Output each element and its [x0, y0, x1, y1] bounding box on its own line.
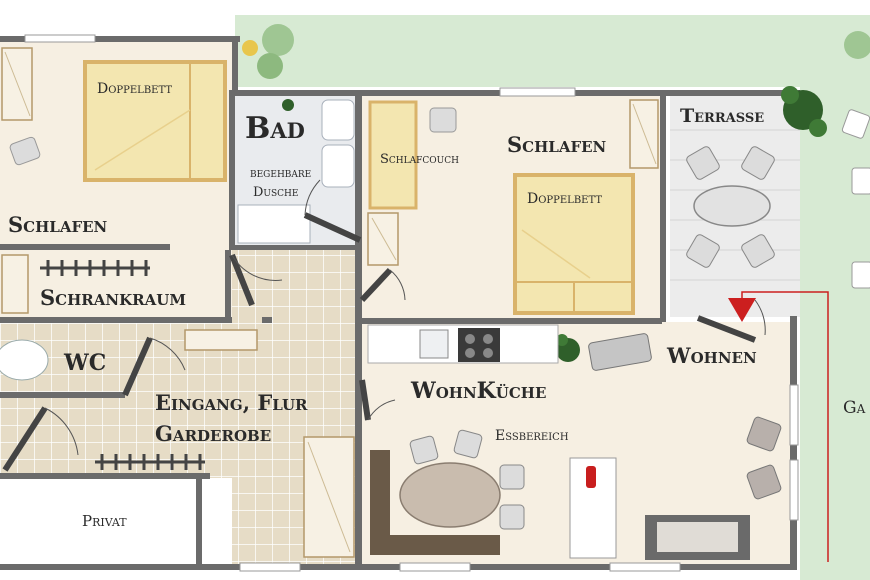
double-bed-left [83, 60, 227, 182]
label-wohnkueche: WohnKüche [410, 378, 546, 404]
wohnen-armchair [588, 333, 652, 371]
chair-left [9, 136, 41, 166]
label-doppelbett-left: Doppelbett [97, 81, 172, 97]
chair-mid [429, 107, 457, 133]
shoe-cabinet [184, 329, 258, 351]
plant-icon-kitchen [556, 334, 580, 362]
wohnen-chairs [746, 416, 782, 500]
label-essbereich: Essbereich [495, 428, 569, 444]
label-schlafen-left: Schlafen [8, 212, 108, 237]
clothes-rail-bottom [95, 454, 205, 470]
label-terrasse: Terrasse [680, 105, 764, 127]
plant-icon-bad [282, 99, 294, 111]
label-dusche: Dusche [253, 185, 298, 200]
label-doppelbett-mid: Doppelbett [527, 191, 602, 207]
room-schrankraum-floor [0, 250, 232, 320]
terrace-table [693, 185, 771, 227]
garden-chairs [841, 109, 870, 289]
corner-bench [370, 450, 500, 555]
terrace-chairs [686, 146, 775, 268]
washbasin-bottom [321, 144, 355, 188]
garden-right [800, 87, 870, 580]
label-wohnen: Wohnen [666, 343, 757, 368]
label-begehbare: begehbare [250, 166, 311, 181]
garden-label: Ga [843, 398, 866, 418]
plant-icon [781, 86, 827, 137]
label-eingang-2: Garderobe [155, 421, 271, 446]
wardrobe-schrankraum [1, 254, 29, 314]
label-schlafcouch: Schlafcouch [380, 152, 459, 167]
windows [24, 34, 799, 572]
label-wc: WC [63, 350, 106, 376]
kitchen-sink [419, 329, 449, 359]
entry-arrow-icon [728, 298, 756, 322]
wardrobe-mid-left [367, 212, 399, 266]
toilet [0, 339, 49, 381]
room-privat-floor [0, 478, 200, 568]
dining-table [399, 462, 501, 528]
dining-chairs [409, 429, 525, 530]
label-schlafen-mid: Schlafen [507, 132, 607, 157]
label-bad: Bad [245, 111, 305, 146]
washbasin-top [321, 99, 355, 141]
label-eingang-1: Eingang, Flur [155, 390, 308, 415]
tree-icon [242, 24, 870, 79]
shower-tray [237, 204, 311, 244]
label-privat: Privat [82, 512, 127, 530]
kitchen-stove [458, 328, 500, 362]
garden-top [235, 15, 870, 87]
doors [2, 179, 766, 472]
clothes-rail-top [40, 260, 150, 276]
sofa-bed [368, 100, 418, 210]
label-schrankraum: Schrankraum [40, 285, 186, 310]
